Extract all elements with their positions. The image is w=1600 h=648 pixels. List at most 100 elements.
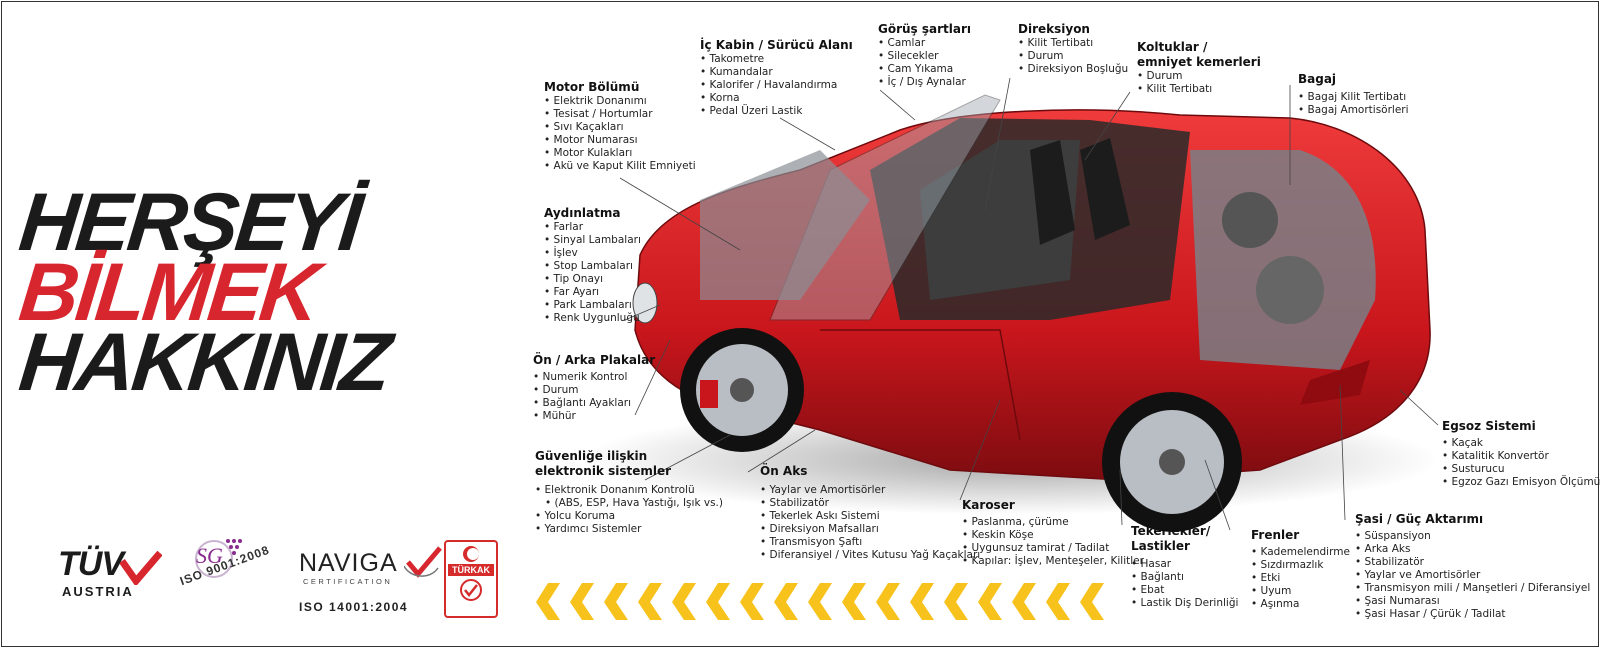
list-item: Far Ayarı — [544, 286, 641, 299]
list-item: Yardımcı Sistemler — [535, 523, 723, 536]
list-item: Park Lambaları — [544, 299, 641, 312]
callout-title: Egsoz Sistemi — [1442, 419, 1536, 433]
callout-guvenlik: Güvenliğe ilişkin elektronik sistemler E… — [535, 449, 723, 536]
list-item: Sıvı Kaçakları — [544, 121, 696, 134]
list-item: Transmisyon mili / Manşetleri / Diferans… — [1355, 582, 1591, 595]
tuv-logo-sub: AUSTRIA — [62, 584, 134, 599]
list-item: Tesisat / Hortumlar — [544, 108, 696, 121]
list-item: Direksiyon Mafsalları — [760, 523, 980, 536]
list-item: Yaylar ve Amortisörler — [760, 484, 980, 497]
list-item: Bagaj Kilit Tertibatı — [1298, 91, 1409, 104]
list-item: Numerik Kontrol — [533, 371, 655, 384]
callout-title: Tekerlekler/ — [1131, 524, 1211, 538]
list-item: Keskin Köşe — [962, 529, 1144, 542]
list-item: Lastik Diş Derinliği — [1131, 597, 1239, 610]
list-item: Hasar — [1131, 558, 1238, 571]
list-item: Durum — [1018, 50, 1128, 63]
list-item: Aşınma — [1251, 598, 1350, 611]
callout-title-2: emniyet kemerleri — [1137, 55, 1261, 69]
callout-plakalar: Ön / Arka Plakalar Numerik Kontrol Durum… — [533, 353, 655, 423]
list-item: Susturucu — [1442, 463, 1600, 476]
list-item: Direksiyon Boşluğu — [1018, 63, 1129, 76]
list-item: Yaylar ve Amortisörler — [1355, 569, 1590, 582]
callout-title: Karoser — [962, 498, 1015, 512]
list-item: Kapılar: İşlev, Menteşeler, Kilitler — [962, 555, 1144, 568]
list-item: Motor Numarası — [544, 134, 696, 147]
list-item: Ebat — [1131, 584, 1238, 597]
list-item: Korna — [700, 92, 853, 105]
callout-title: Direksiyon — [1018, 22, 1090, 36]
list-item: Uyum — [1251, 585, 1350, 598]
callout-onaks: Ön Aks Yaylar ve Amortisörler Stabilizat… — [760, 464, 980, 562]
list-item: Stop Lambaları — [544, 260, 641, 273]
list-item: Paslanma, çürüme — [962, 516, 1144, 529]
naviga-logo-sub: CERTIFICATION — [303, 577, 393, 586]
headline-line-3: HAKKINIZ — [15, 317, 393, 408]
tuv-logo: TÜV — [58, 545, 124, 583]
callout-egsoz: Egsoz Sistemi Kaçak Katalitik Konvertör … — [1442, 419, 1600, 489]
list-item: İşlev — [544, 247, 641, 260]
list-item: Katalitik Konvertör — [1442, 450, 1600, 463]
callout-aydinlatma: Aydınlatma Farlar Sinyal Lambaları İşlev… — [544, 206, 641, 325]
list-item: Tip Onayı — [544, 273, 641, 286]
list-item: Kaçak — [1442, 437, 1600, 450]
list-item: Cam Yıkama — [878, 63, 971, 76]
callout-title: Ön Aks — [760, 464, 808, 478]
list-item: Tekerlek Askı Sistemi — [760, 510, 980, 523]
list-item: Mühür — [533, 410, 655, 423]
tuv-check-icon — [120, 551, 162, 585]
list-item: Sinyal Lambaları — [544, 234, 641, 247]
callout-sasi: Şasi / Güç Aktarımı Süspansiyon Arka Aks… — [1355, 512, 1590, 621]
list-item: Yolcu Koruma — [535, 510, 723, 523]
list-item: Transmisyon Şaftı — [760, 536, 980, 549]
list-item: Durum — [1137, 70, 1261, 83]
list-item: Egzoz Gazı Emisyon Ölçümü — [1442, 476, 1600, 489]
callout-title: İç Kabin / Sürücü Alanı — [700, 38, 853, 52]
list-item: İç / Dış Aynalar — [878, 76, 971, 89]
naviga-logo: NAVIGA — [299, 549, 398, 577]
callout-title: Güvenliğe ilişkin — [535, 449, 648, 463]
list-item: Uygunsuz tamirat / Tadilat — [962, 542, 1144, 555]
callout-title-2: elektronik sistemler — [535, 464, 672, 478]
list-item: Kilit Tertibatı — [1018, 37, 1128, 50]
callout-title: Motor Bölümü — [544, 80, 640, 94]
list-item: Akü ve Kaput Kilit Emniyeti — [544, 160, 696, 173]
list-item: Bağlantı Ayakları — [533, 397, 655, 410]
list-item: Kademelendirme — [1251, 546, 1350, 559]
callout-title: Görüş şartları — [878, 22, 972, 36]
naviga-iso-text: ISO 14001:2004 — [299, 600, 409, 614]
turkak-check-icon — [460, 579, 482, 601]
list-item: Elektronik Donanım Kontrolü — [535, 484, 723, 497]
list-item: Arka Aks — [1355, 543, 1590, 556]
list-item: Süspansiyon — [1355, 530, 1590, 543]
list-item: Elektrik Donanımı — [544, 95, 696, 108]
callout-kabin: İç Kabin / Sürücü Alanı Takometre Kumand… — [700, 38, 853, 118]
list-item: Bağlantı — [1131, 571, 1238, 584]
list-item: Şasi Numarası — [1355, 595, 1590, 608]
list-item: Camlar — [878, 37, 971, 50]
sg-logo-text: SG — [196, 543, 223, 568]
list-item: Etki — [1251, 572, 1350, 585]
list-item: Diferansiyel / Vites Kutusu Yağ Kaçaklar… — [760, 549, 981, 562]
list-item: Pedal Üzeri Lastik — [700, 105, 853, 118]
list-item: Motor Kulakları — [544, 147, 696, 160]
list-item: Kalorifer / Havalandırma — [700, 79, 853, 92]
callout-title: Şasi / Güç Aktarımı — [1355, 512, 1484, 526]
list-item: Şasi Hasar / Çürük / Tadilat — [1355, 608, 1590, 621]
naviga-check-icon — [404, 546, 442, 578]
list-item: Durum — [533, 384, 655, 397]
sg-logo-icon — [195, 539, 242, 578]
callout-title: Ön / Arka Plakalar — [533, 353, 656, 367]
callout-title: Bagaj — [1298, 72, 1337, 86]
list-item: Kumandalar — [700, 66, 853, 79]
callout-gorus: Görüş şartları Camlar Silecekler Cam Yık… — [878, 22, 971, 89]
list-item: Bagaj Amortisörleri — [1298, 104, 1409, 117]
callout-motor: Motor Bölümü Elektrik Donanımı Tesisat /… — [544, 80, 696, 173]
callout-title-2: Lastikler — [1131, 539, 1190, 553]
list-item: Sızdırmazlık — [1251, 559, 1350, 572]
list-item: Stabilizatör — [1355, 556, 1590, 569]
callout-title: Koltuklar / — [1137, 40, 1208, 54]
list-item-sub-text: (ABS, ESP, Hava Yastığı, Işık vs.) — [554, 497, 723, 509]
callout-frenler: Frenler Kademelendirme Sızdırmazlık Etki… — [1251, 528, 1350, 611]
